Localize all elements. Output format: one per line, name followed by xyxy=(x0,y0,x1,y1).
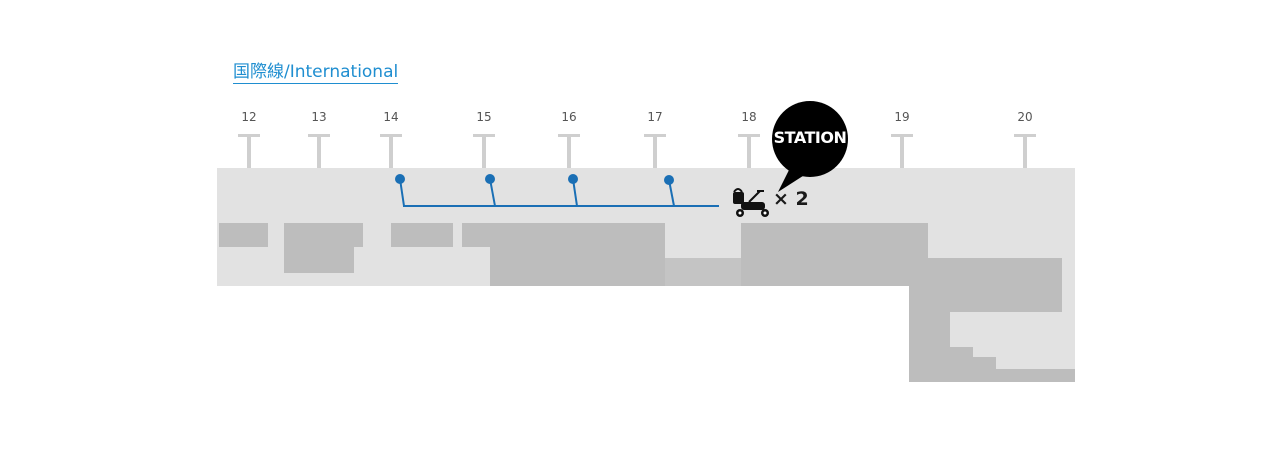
gate-marker-icon xyxy=(738,134,760,168)
room-block xyxy=(928,258,1062,312)
gate-marker-icon xyxy=(380,134,402,168)
gate-marker-icon xyxy=(308,134,330,168)
gate-marker-icon xyxy=(238,134,260,168)
gate-label-12: 12 xyxy=(241,110,257,124)
room-block xyxy=(950,347,973,382)
section-title-international[interactable]: 国際線/International xyxy=(233,62,399,84)
room-block xyxy=(219,223,268,247)
gate-marker-icon xyxy=(558,134,580,168)
station-bubble xyxy=(772,101,848,192)
gate-marker-icon xyxy=(1014,134,1036,168)
gate-label-20: 20 xyxy=(1017,110,1033,124)
gate-marker-icon xyxy=(473,134,495,168)
route-stop-icon[interactable] xyxy=(395,174,405,184)
room-block xyxy=(996,369,1075,382)
station-label: STATION xyxy=(773,128,847,147)
station-count: × 2 xyxy=(773,188,809,210)
route-stop-icon[interactable] xyxy=(664,175,674,185)
gate-label-18: 18 xyxy=(741,110,757,124)
room-block xyxy=(741,223,928,286)
room-block xyxy=(490,247,665,286)
room-block xyxy=(284,223,363,247)
gate-marker-icon xyxy=(644,134,666,168)
gate-label-17: 17 xyxy=(647,110,663,124)
room-block xyxy=(462,223,665,247)
room-block xyxy=(973,357,996,382)
gate-label-13: 13 xyxy=(311,110,327,124)
route-stop-icon[interactable] xyxy=(568,174,578,184)
wheelchair-scooter-icon[interactable] xyxy=(733,188,769,217)
gate-label-14: 14 xyxy=(383,110,399,124)
room-block xyxy=(391,223,453,247)
gate-label-16: 16 xyxy=(561,110,577,124)
gate-label-15: 15 xyxy=(476,110,492,124)
route-stop-icon[interactable] xyxy=(485,174,495,184)
gate-label-19: 19 xyxy=(894,110,910,124)
room-block xyxy=(284,247,354,273)
room-block xyxy=(665,258,741,286)
room-block xyxy=(909,286,950,382)
gate-marker-icon xyxy=(891,134,913,168)
